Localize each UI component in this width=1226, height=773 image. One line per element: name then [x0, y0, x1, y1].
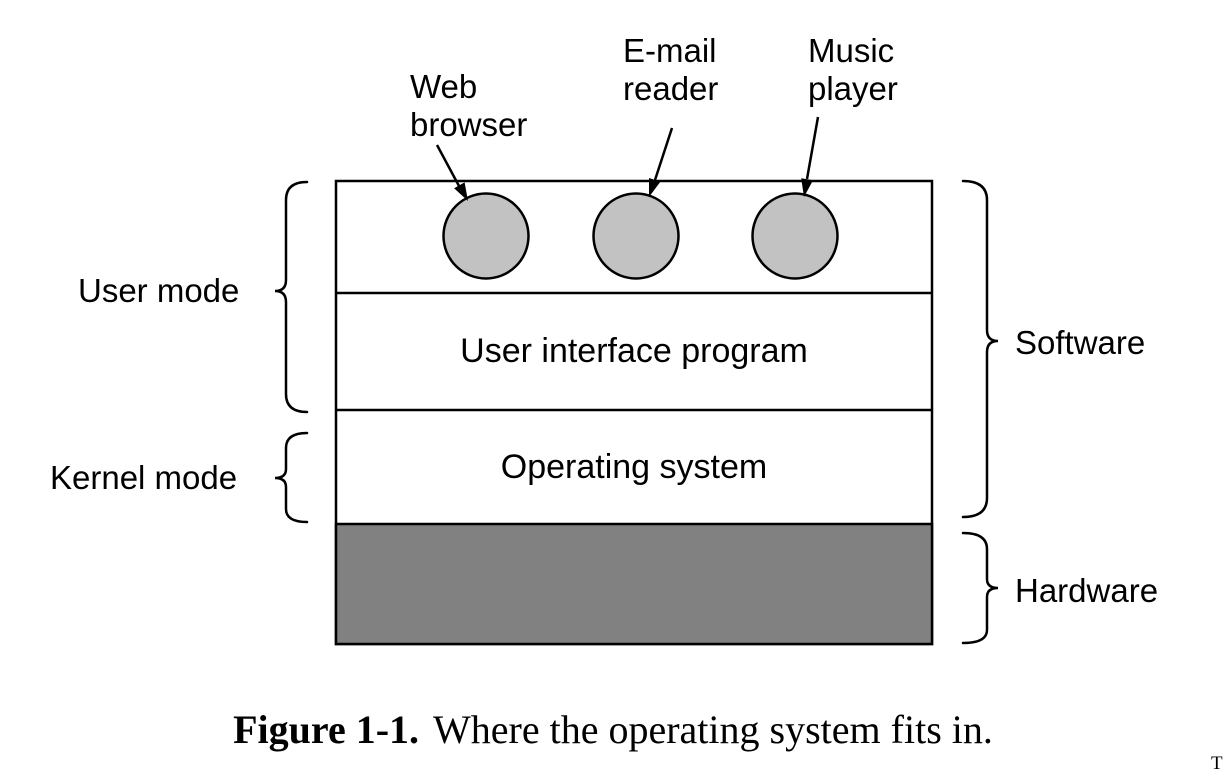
figure-number: Figure 1-1. [233, 707, 420, 752]
hardware-brace [961, 531, 999, 645]
email-reader-label: E-mail reader [623, 32, 719, 107]
user-interface-program-label: User interface program [460, 332, 808, 370]
web-browser-label: Web browser [410, 68, 528, 143]
email-reader-circle [592, 192, 680, 280]
user-mode-label: User mode [78, 272, 240, 309]
music-player-label: Music player [808, 32, 898, 107]
figure-caption-text: Where the operating system fits in. [433, 707, 993, 752]
hardware-label: Hardware [1015, 572, 1159, 609]
user-mode-brace [274, 180, 309, 414]
kernel-mode-label: Kernel mode [50, 459, 238, 496]
kernel-mode-brace [274, 431, 309, 524]
hardware-layer [334, 522, 934, 646]
software-label: Software [1015, 324, 1146, 361]
web-browser-arrow [435, 144, 468, 201]
web-browser-circle [442, 192, 530, 280]
software-brace [961, 179, 999, 519]
cropped-text-artifact: T [1211, 753, 1223, 773]
operating-system-label: Operating system [500, 447, 768, 486]
figure-caption: Figure 1-1. Where the operating system fi… [0, 706, 1226, 753]
music-player-arrow [801, 116, 820, 197]
email-reader-arrow [649, 127, 674, 197]
music-player-circle [751, 192, 839, 280]
